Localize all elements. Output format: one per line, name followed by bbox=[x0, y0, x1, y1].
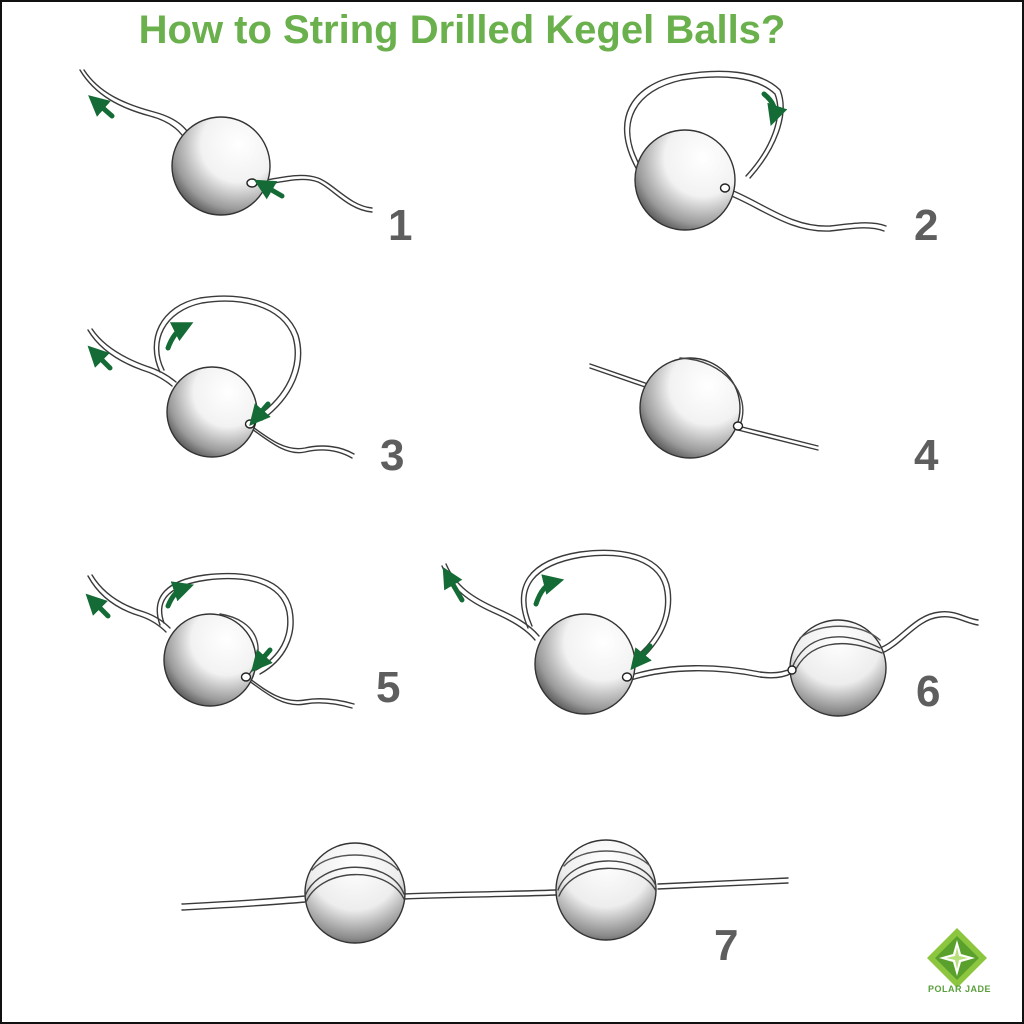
step-2-illustration bbox=[623, 70, 887, 232]
direction-arrow-icon bbox=[253, 179, 285, 200]
step-number-6: 6 bbox=[916, 667, 940, 716]
drill-hole bbox=[244, 419, 256, 429]
step-number-5: 5 bbox=[376, 663, 400, 712]
step-6-illustration bbox=[441, 549, 979, 717]
direction-arrow-icon bbox=[165, 581, 194, 609]
drill-hole bbox=[787, 665, 797, 675]
kegel-ball bbox=[171, 116, 271, 216]
drill-hole bbox=[732, 421, 744, 431]
kegel-ball bbox=[166, 366, 258, 458]
step-7-illustration bbox=[181, 839, 789, 944]
kegel-ball bbox=[639, 357, 741, 459]
direction-arrow-icon bbox=[165, 322, 194, 351]
step-number-3: 3 bbox=[380, 431, 404, 480]
kegel-ball bbox=[555, 839, 657, 941]
step-number-2: 2 bbox=[914, 201, 938, 250]
kegel-ball bbox=[534, 613, 636, 715]
drill-hole bbox=[240, 672, 252, 682]
drill-hole bbox=[719, 183, 731, 193]
diamond-star-logo-icon bbox=[927, 928, 987, 988]
page-title: How to String Drilled Kegel Balls? bbox=[138, 8, 786, 52]
direction-arrow-icon bbox=[85, 593, 111, 619]
direction-arrow-icon bbox=[442, 566, 465, 603]
direction-arrow-icon bbox=[249, 401, 271, 426]
logo-text: POLAR JADE bbox=[928, 984, 991, 994]
drill-hole bbox=[246, 178, 258, 188]
direction-arrow-icon bbox=[251, 647, 273, 672]
step-4-illustration bbox=[589, 357, 819, 459]
kegel-ball bbox=[163, 613, 257, 707]
direction-arrow-icon bbox=[88, 95, 115, 119]
kegel-ball bbox=[634, 129, 736, 231]
step-1-illustration bbox=[79, 69, 373, 216]
polar-jade-logo: POLAR JADE bbox=[927, 928, 991, 994]
direction-arrow-icon bbox=[87, 345, 113, 371]
step-3-illustration bbox=[87, 295, 355, 459]
step-5-illustration bbox=[87, 572, 355, 709]
drill-hole bbox=[621, 672, 633, 682]
step-number-1: 1 bbox=[388, 201, 412, 250]
direction-arrow-icon bbox=[761, 91, 788, 126]
step-number-7: 7 bbox=[714, 921, 738, 970]
direction-arrow-icon bbox=[630, 643, 653, 671]
kegel-ball bbox=[304, 842, 406, 944]
direction-arrow-icon bbox=[533, 574, 565, 607]
step-number-4: 4 bbox=[914, 431, 939, 480]
